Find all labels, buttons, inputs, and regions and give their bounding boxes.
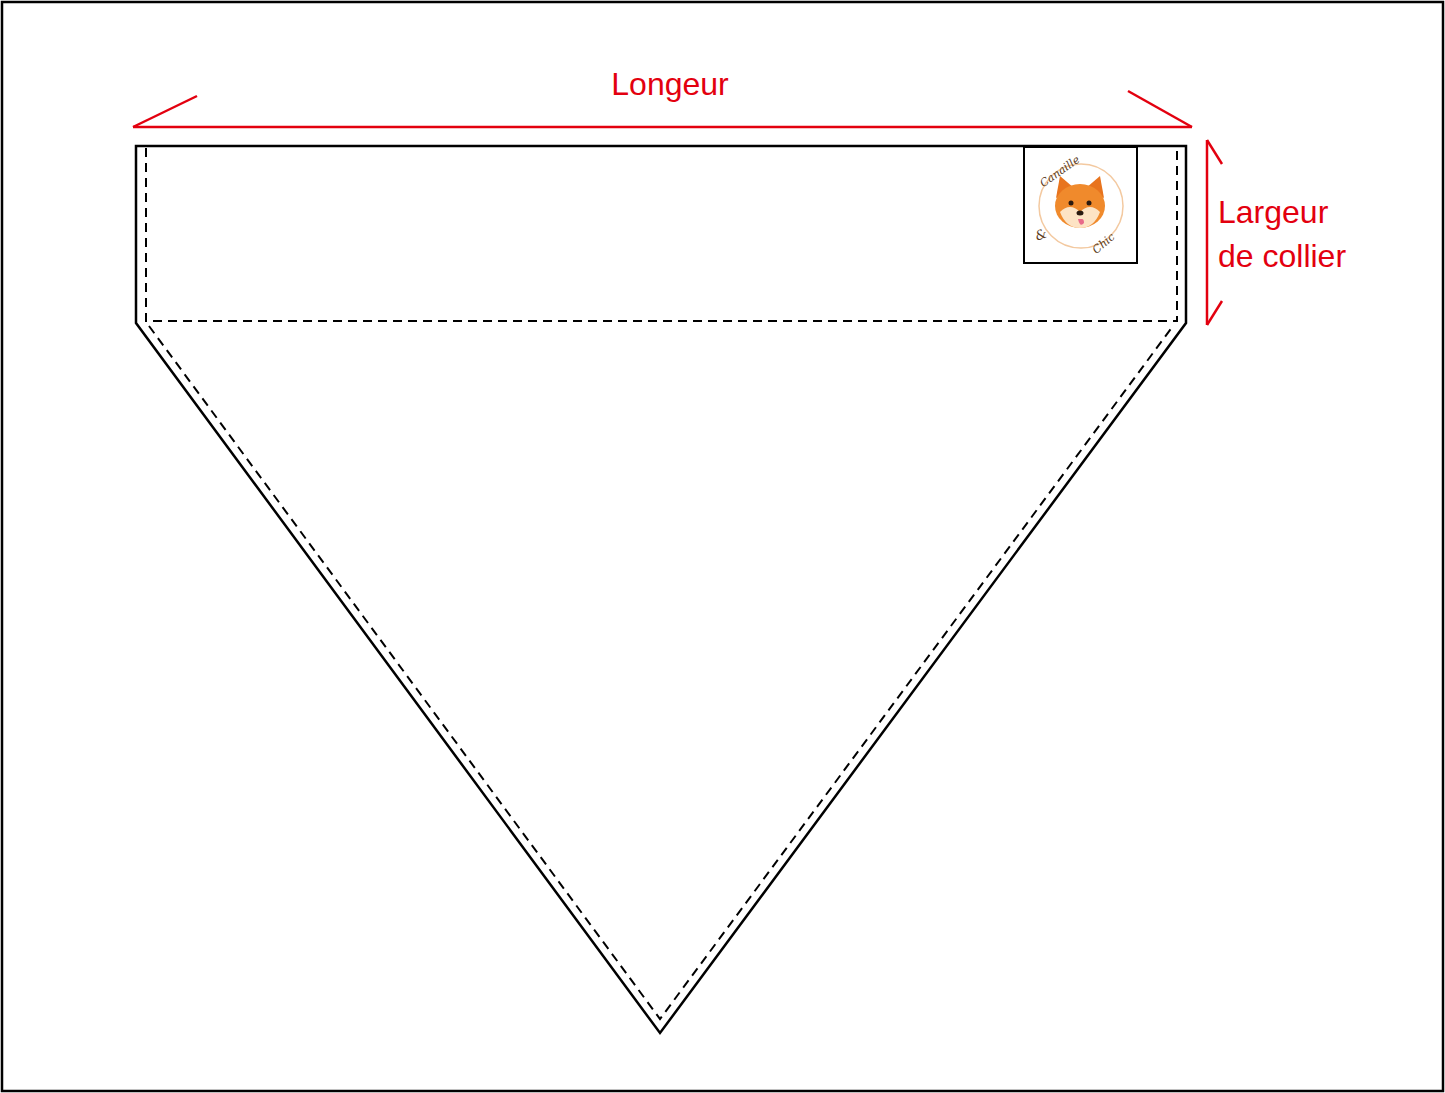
- logo-illustration: [1025, 148, 1136, 262]
- width-label: Largeur de collier: [1218, 190, 1366, 278]
- length-label: Longeur: [0, 62, 1340, 106]
- logo-box: Canaille&Chic: [1023, 146, 1138, 264]
- bandana-outline: [136, 146, 1186, 1033]
- seam-line: [146, 148, 1177, 1019]
- dimension-arrow: [133, 91, 1222, 325]
- logo-text: Chic: [1090, 231, 1116, 256]
